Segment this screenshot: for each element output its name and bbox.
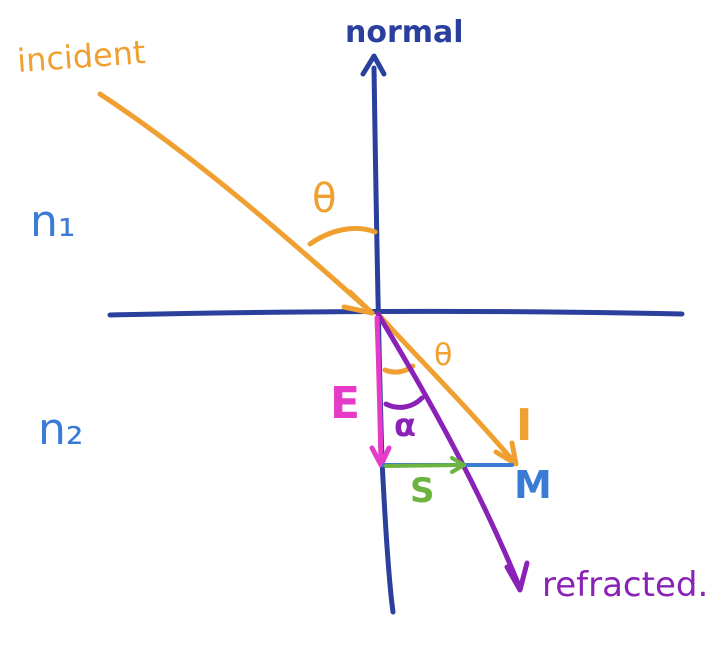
label-normal: normal [345, 15, 464, 50]
label-n2: n₂ [38, 404, 84, 455]
incident-ray [97, 91, 375, 316]
label-e: E [330, 378, 360, 429]
refracted-ray [375, 311, 523, 591]
label-m: M [514, 463, 552, 507]
label-theta-lower: θ [434, 338, 452, 373]
e-vector [374, 315, 384, 465]
alpha-arc [383, 395, 425, 410]
normal-arrowhead [360, 53, 387, 77]
incident-arrowhead [341, 289, 375, 316]
label-alpha: α [394, 406, 416, 444]
label-i: I [516, 400, 532, 451]
theta-upper-arc [307, 225, 378, 247]
label-theta-upper: θ [312, 176, 336, 222]
refracted-arrowhead [504, 560, 530, 593]
label-refracted: refracted. [542, 565, 708, 605]
s-vector-arrowhead [450, 456, 466, 474]
i-vector [375, 311, 517, 465]
interface-line [107, 308, 685, 318]
label-s: S [410, 471, 435, 511]
s-vector [384, 463, 464, 468]
label-incident: incident [16, 33, 147, 80]
label-n1: n₁ [30, 196, 76, 247]
i-vector-arrowhead [493, 440, 519, 467]
e-vector-arrowhead [369, 445, 392, 468]
